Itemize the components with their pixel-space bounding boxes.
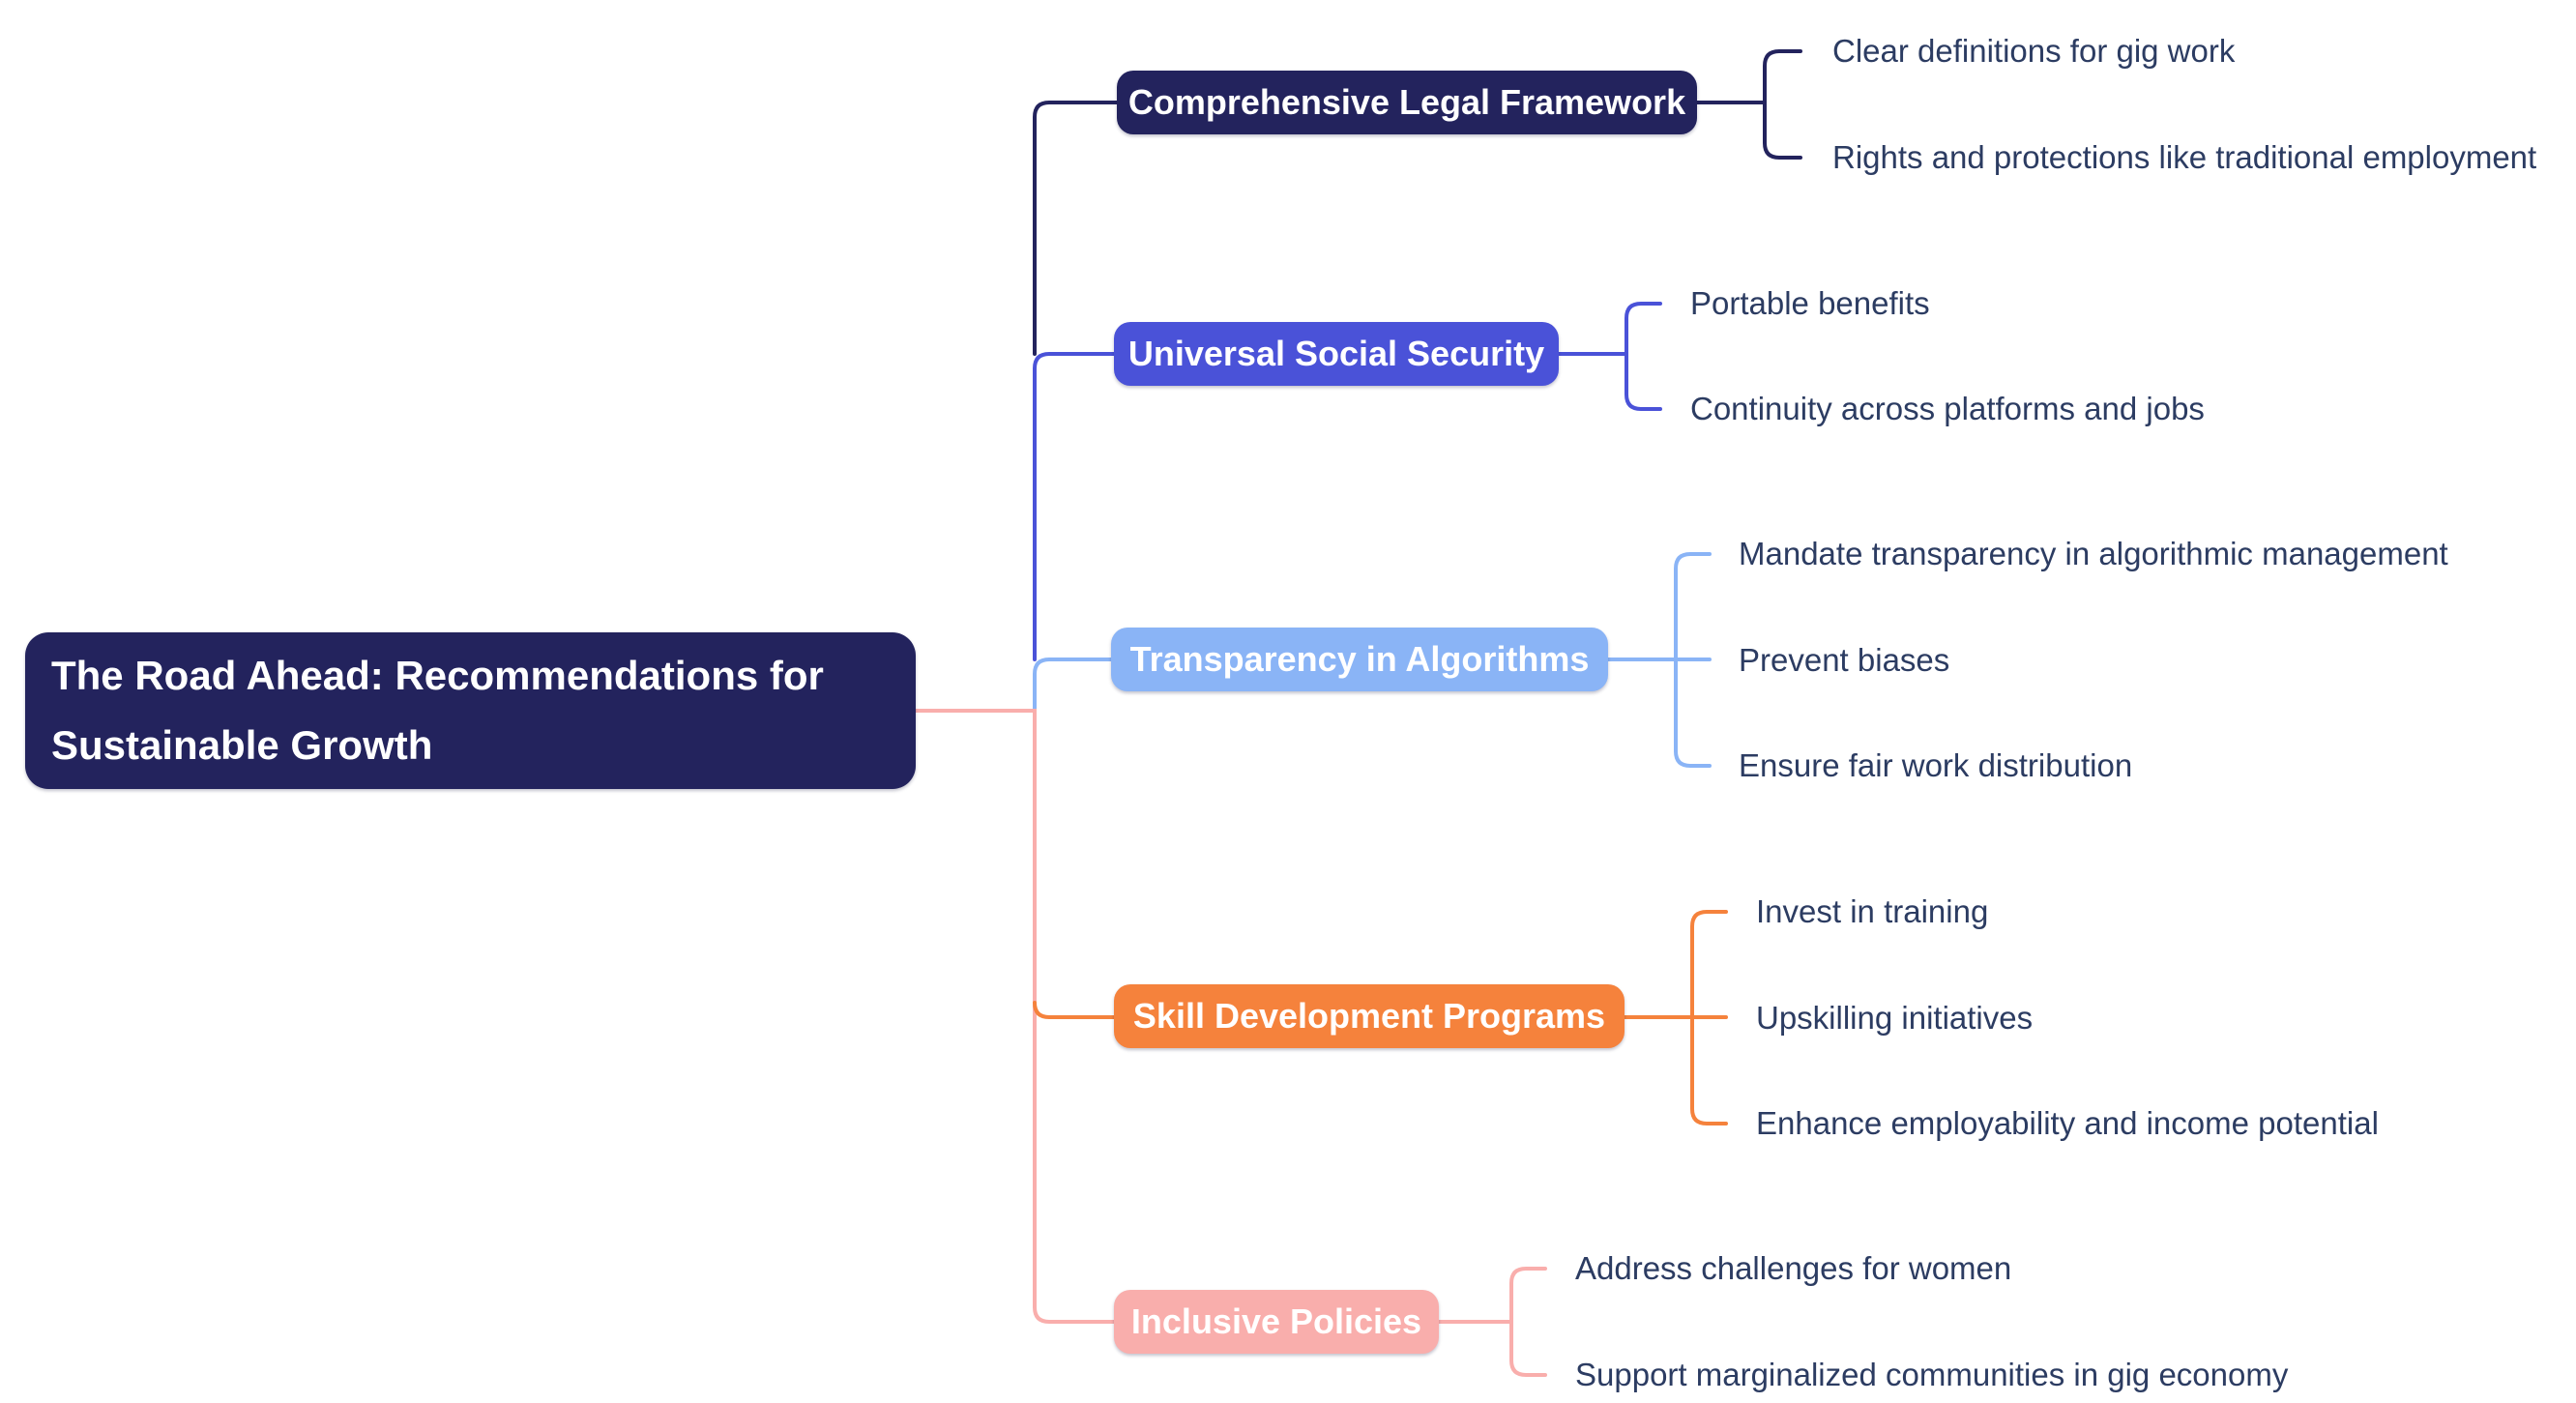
connector-skills-child-1 xyxy=(1690,910,1728,1019)
connector-social-child-1 xyxy=(1625,302,1662,356)
leaf-fair-work-distribution[interactable]: Ensure fair work distribution xyxy=(1739,747,2133,783)
leaf-upskilling-initiatives[interactable]: Upskilling initiatives xyxy=(1756,1000,2034,1036)
root-node[interactable]: The Road Ahead: Recommendations for Sust… xyxy=(25,632,916,789)
connector-legal-child-1 xyxy=(1763,49,1802,104)
leaf-rights-protections[interactable]: Rights and protections like traditional … xyxy=(1832,139,2537,175)
connector-legal-child-2 xyxy=(1763,101,1802,160)
connector-branch-skills xyxy=(1033,1001,1116,1019)
connector-inclusive-child-2 xyxy=(1509,1320,1547,1377)
branch-node-skill-development[interactable]: Skill Development Programs xyxy=(1114,984,1625,1048)
connector-branch-legal xyxy=(1033,101,1119,356)
connector-transparency-child-1 xyxy=(1674,552,1712,661)
connector-transparency-child-3 xyxy=(1674,658,1712,768)
leaf-support-marginalized[interactable]: Support marginalized communities in gig … xyxy=(1575,1357,2289,1392)
branch-node-inclusive-policies[interactable]: Inclusive Policies xyxy=(1114,1290,1439,1354)
connector-branch-social-security xyxy=(1033,352,1116,661)
leaf-prevent-biases[interactable]: Prevent biases xyxy=(1739,642,1950,678)
branch-node-social-security[interactable]: Universal Social Security xyxy=(1114,322,1559,386)
branch-node-legal-framework[interactable]: Comprehensive Legal Framework xyxy=(1117,71,1697,134)
branch-node-transparency[interactable]: Transparency in Algorithms xyxy=(1111,628,1608,691)
leaf-enhance-employability[interactable]: Enhance employability and income potenti… xyxy=(1756,1105,2379,1141)
leaf-mandate-transparency[interactable]: Mandate transparency in algorithmic mana… xyxy=(1739,536,2448,571)
leaf-portable-benefits[interactable]: Portable benefits xyxy=(1690,285,1930,321)
leaf-challenges-women[interactable]: Address challenges for women xyxy=(1575,1250,2012,1286)
leaf-continuity-platforms[interactable]: Continuity across platforms and jobs xyxy=(1690,391,2205,426)
leaf-clear-definitions[interactable]: Clear definitions for gig work xyxy=(1832,33,2236,69)
connector-branch-transparency xyxy=(1033,658,1113,713)
connector-inclusive-child-1 xyxy=(1509,1267,1547,1324)
connector-social-child-2 xyxy=(1625,352,1662,411)
connector-skills-child-3 xyxy=(1690,1015,1728,1125)
leaf-invest-training[interactable]: Invest in training xyxy=(1756,893,1989,929)
connector-root-trunk xyxy=(914,709,1116,1324)
